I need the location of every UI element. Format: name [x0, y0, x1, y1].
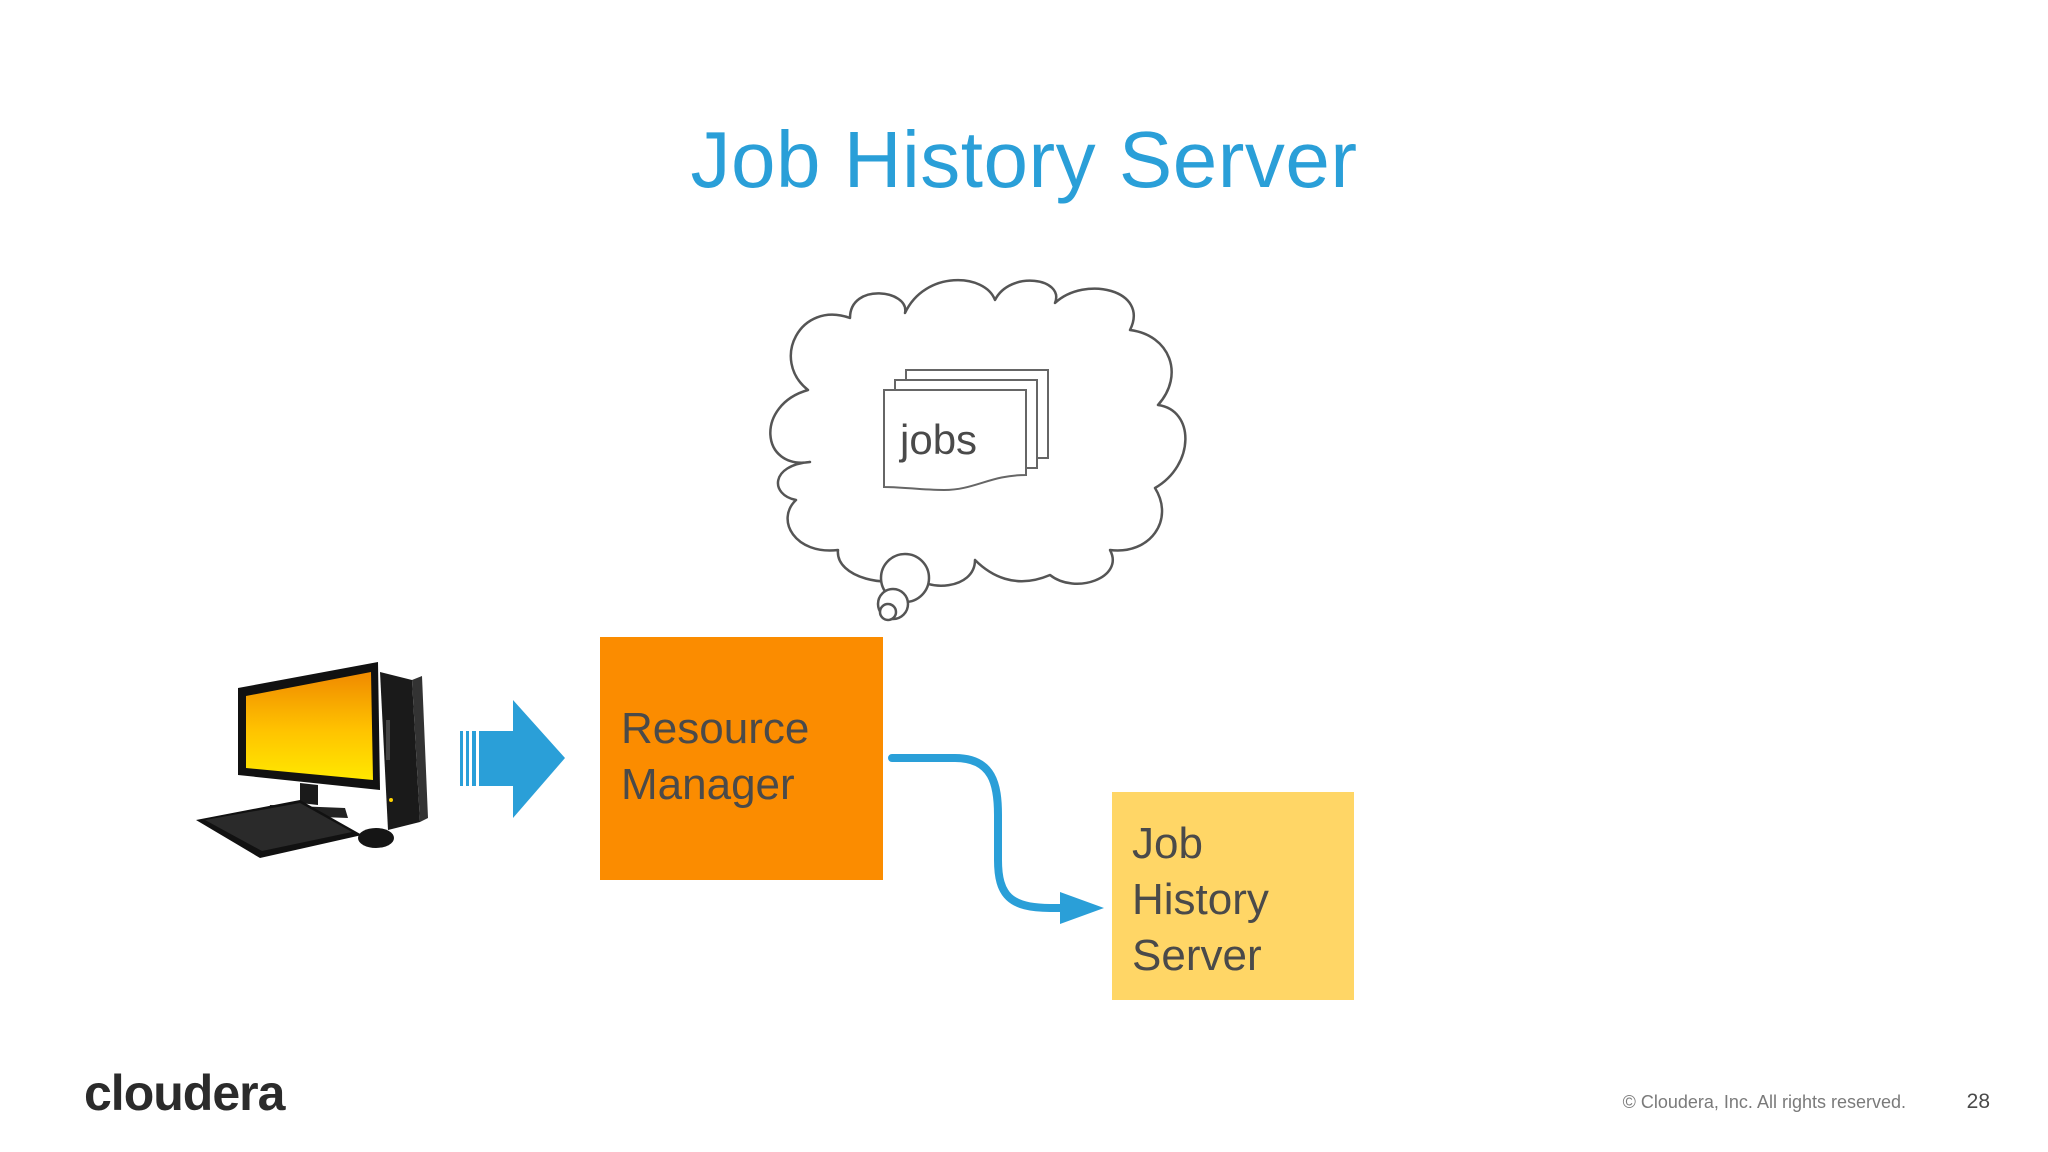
slide-title: Job History Server: [690, 115, 1358, 204]
jobs-label: jobs: [900, 416, 978, 463]
cloudera-logo: cloudera: [84, 1065, 285, 1121]
resource-manager-box: Resource Manager: [600, 637, 883, 880]
desktop-computer-icon: [196, 662, 428, 858]
resource-manager-label-line1: Resource: [621, 704, 810, 753]
page-number: 28: [1966, 1090, 1990, 1113]
documents-stack-icon: [883, 369, 1049, 492]
copyright-notice: © Cloudera, Inc. All rights reserved.: [1622, 1092, 1906, 1112]
job-history-server-box: Job History Server: [1112, 792, 1354, 1000]
job-history-server-label-line1: Job: [1132, 819, 1203, 868]
client-to-rm-arrow: [460, 700, 565, 818]
job-history-server-label-line2: History: [1132, 875, 1269, 924]
rm-to-jhs-arrow: [888, 754, 1104, 924]
thought-bubble-small: [878, 602, 898, 622]
resource-manager-label-line2: Manager: [621, 760, 795, 809]
job-history-server-label-line3: Server: [1132, 931, 1262, 980]
